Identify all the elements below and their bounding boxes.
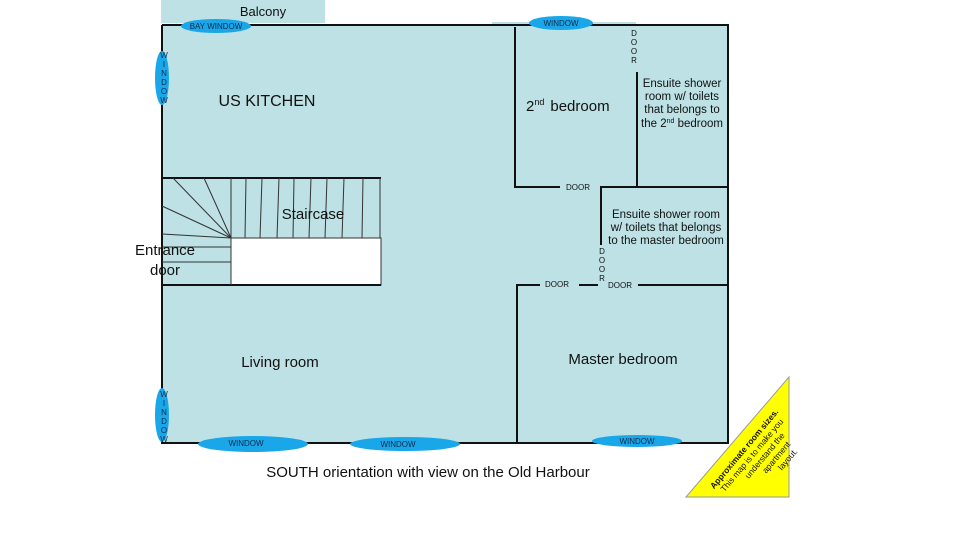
- balcony-area: [161, 0, 325, 23]
- svg-text:R: R: [599, 274, 605, 283]
- entrance-label-line2: door: [150, 262, 180, 279]
- staircase-label: Staircase: [282, 206, 345, 223]
- svg-text:O: O: [631, 38, 637, 47]
- door-label-2nd-bedroom: DOOR: [566, 183, 590, 192]
- window-bottom-master: WINDOW: [592, 435, 682, 447]
- master-bedroom-label: Master bedroom: [568, 351, 677, 368]
- svg-text:O: O: [599, 256, 605, 265]
- svg-text:WINDOW: WINDOW: [619, 437, 655, 446]
- ensuite-master-label: Ensuite shower room w/ toilets that belo…: [608, 209, 724, 247]
- orientation-caption: SOUTH orientation with view on the Old H…: [266, 464, 589, 481]
- svg-text:w/ toilets that belongs: w/ toilets that belongs: [610, 222, 722, 234]
- balcony-label: Balcony: [240, 4, 287, 19]
- apartment-area: [162, 25, 728, 443]
- ensuite-2nd-label: Ensuite shower room w/ toilets that belo…: [641, 78, 723, 130]
- door-label-master-ensuite: DOOR: [608, 281, 632, 290]
- svg-text:BAY WINDOW: BAY WINDOW: [190, 22, 243, 31]
- svg-text:Ensuite shower room: Ensuite shower room: [612, 209, 720, 221]
- svg-text:D: D: [631, 29, 637, 38]
- svg-text:WINDOW: WINDOW: [228, 439, 264, 448]
- svg-text:I: I: [163, 60, 165, 69]
- window-bottom-2: WINDOW: [350, 437, 460, 451]
- svg-text:D: D: [161, 417, 167, 426]
- entrance-label-line1: Entrance: [135, 242, 195, 259]
- svg-text:W: W: [160, 51, 168, 60]
- svg-text:room w/ toilets: room w/ toilets: [645, 91, 719, 103]
- svg-text:to the master bedroom: to the master bedroom: [608, 235, 724, 247]
- svg-text:N: N: [161, 408, 167, 417]
- window-left-kitchen: WI ND OW: [155, 51, 169, 105]
- svg-text:WINDOW: WINDOW: [380, 440, 416, 449]
- svg-text:W: W: [160, 435, 168, 444]
- window-bottom-1: WINDOW: [198, 436, 308, 452]
- svg-text:W: W: [160, 96, 168, 105]
- kitchen-label: US KITCHEN: [219, 93, 316, 110]
- living-room-label: Living room: [241, 354, 319, 371]
- door-vertical-ensuite-master: DO OR: [599, 247, 605, 283]
- svg-text:D: D: [599, 247, 605, 256]
- svg-text:O: O: [161, 426, 167, 435]
- svg-text:the 2nd bedroom: the 2nd bedroom: [641, 118, 723, 130]
- svg-text:D: D: [161, 78, 167, 87]
- svg-text:O: O: [599, 265, 605, 274]
- svg-text:N: N: [161, 69, 167, 78]
- interior-walls: [514, 27, 728, 443]
- svg-text:W: W: [160, 390, 168, 399]
- window-left-living: WI ND OW: [155, 388, 169, 444]
- door-vertical-ensuite-2nd: DO OR: [631, 29, 637, 65]
- window-2nd-bedroom: WINDOW: [529, 16, 593, 30]
- door-label-master-bedroom: DOOR: [545, 280, 569, 289]
- svg-text:WINDOW: WINDOW: [543, 19, 579, 28]
- bay-window: BAY WINDOW: [181, 19, 251, 33]
- staircase: [161, 177, 382, 286]
- svg-text:Ensuite shower: Ensuite shower: [643, 78, 722, 90]
- svg-text:I: I: [163, 399, 165, 408]
- svg-text:O: O: [161, 87, 167, 96]
- svg-text:that belongs to: that belongs to: [644, 104, 719, 116]
- svg-text:R: R: [631, 56, 637, 65]
- svg-text:O: O: [631, 47, 637, 56]
